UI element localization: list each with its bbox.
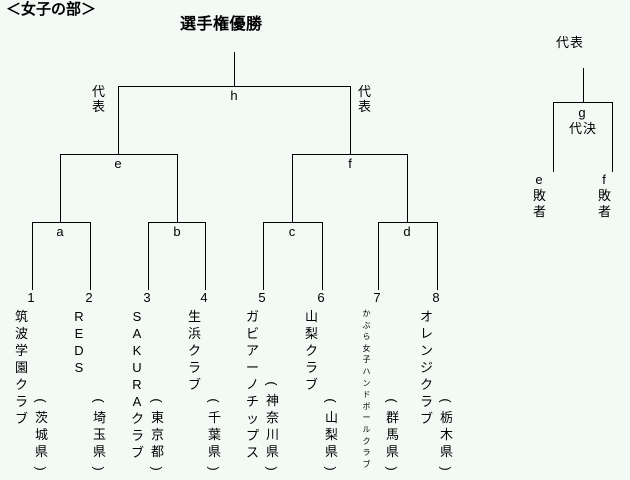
open-paren-icon: (	[384, 398, 400, 403]
team-2-prefecture: ( 埼玉県 )	[91, 392, 107, 477]
team-1-name: 筑波学園クラブ	[15, 309, 29, 426]
champion-label: 選手権優勝	[180, 16, 263, 33]
team-4-prefecture: ( 千葉県 )	[206, 392, 222, 477]
close-paren-icon: )	[91, 466, 107, 471]
match-label-a: a	[56, 224, 64, 239]
team-6-prefecture: ( 山梨県 )	[323, 392, 339, 477]
team-6-prefecture-name: 山梨県	[325, 410, 339, 459]
third-place-crossbar-line	[553, 102, 613, 103]
final-crossbar-line	[118, 86, 351, 87]
team-1-seed: 1	[27, 290, 35, 305]
team-5-seed: 5	[258, 290, 266, 305]
team-2-seed: 2	[85, 290, 93, 305]
team-7-prefecture: ( 群馬県 )	[384, 392, 400, 477]
team-1-prefecture-name: 茨城県	[35, 410, 49, 459]
open-paren-icon: (	[206, 398, 222, 403]
close-paren-icon: )	[384, 466, 400, 471]
open-paren-icon: (	[438, 398, 454, 403]
quarterfinal-d-crossbar-line	[378, 222, 438, 223]
open-paren-icon: (	[33, 398, 49, 403]
team-3-prefecture-name: 東京都	[151, 410, 165, 459]
team-4-prefecture-name: 千葉県	[208, 410, 222, 459]
division-title: ＜女子の部＞	[6, 1, 97, 18]
semifinal-f-leg-line	[350, 86, 351, 155]
representative-label-right: 代表	[358, 84, 372, 114]
quarterfinal-a-crossbar-line	[32, 222, 91, 223]
team-4-stem-line	[205, 222, 206, 290]
semifinal-e-leg-line	[118, 86, 119, 155]
team-8-prefecture-name: 栃木県	[440, 410, 454, 459]
team-5-prefecture-name: 神奈川県	[266, 393, 280, 459]
open-paren-icon: (	[149, 398, 165, 403]
match-label-h: h	[230, 88, 238, 103]
representative-label-left: 代表	[92, 84, 106, 114]
third-place-stem-line	[583, 68, 584, 102]
open-paren-icon: (	[91, 398, 107, 403]
third-place-sub-label: 代決	[568, 121, 598, 136]
team-3-prefecture: ( 東京都 )	[149, 392, 165, 477]
team-4-seed: 4	[200, 290, 208, 305]
match-label-e: e	[114, 156, 122, 171]
match-label-g: g	[578, 105, 586, 120]
loser-of-e-label: e敗者	[533, 172, 547, 219]
quarterfinal-b-crossbar-line	[148, 222, 206, 223]
third-place-right-leg-line	[612, 102, 613, 172]
team-1-stem-line	[32, 222, 33, 290]
close-paren-icon: )	[33, 466, 49, 471]
close-paren-icon: )	[323, 466, 339, 471]
team-7-seed: 7	[373, 290, 381, 305]
team-3-name: SAKURAクラブ	[131, 309, 145, 460]
quarterfinal-c-leg-line	[292, 154, 293, 223]
close-paren-icon: )	[206, 466, 222, 471]
team-8-name: オレンジクラブ	[420, 309, 434, 426]
team-8-stem-line	[437, 222, 438, 290]
team-6-seed: 6	[317, 290, 325, 305]
team-2-prefecture-name: 埼玉県	[93, 410, 107, 459]
open-paren-icon: (	[323, 398, 339, 403]
champion-stem-line	[234, 52, 235, 86]
match-label-d: d	[403, 224, 411, 239]
close-paren-icon: )	[149, 466, 165, 471]
loser-of-f-label: f敗者	[598, 172, 612, 219]
team-8-prefecture: ( 栃木県 )	[438, 392, 454, 477]
quarterfinal-c-crossbar-line	[263, 222, 323, 223]
quarterfinal-a-leg-line	[60, 154, 61, 223]
semifinal-f-crossbar-line	[292, 154, 408, 155]
team-7-name: かぶら女子ハンドボールクラブ	[362, 309, 371, 469]
semifinal-e-crossbar-line	[60, 154, 178, 155]
team-7-stem-line	[378, 222, 379, 290]
team-7-prefecture-name: 群馬県	[386, 410, 400, 459]
team-6-name: 山梨クラブ	[305, 309, 319, 392]
quarterfinal-b-leg-line	[177, 154, 178, 223]
team-1-prefecture: ( 茨城県 )	[33, 392, 49, 477]
close-paren-icon: )	[438, 466, 454, 471]
team-3-stem-line	[148, 222, 149, 290]
open-paren-icon: (	[264, 381, 280, 386]
team-5-prefecture: ( 神奈川県 )	[264, 375, 280, 477]
team-4-name: 生浜クラブ	[188, 309, 202, 392]
team-8-seed: 8	[432, 290, 440, 305]
close-paren-icon: )	[264, 466, 280, 471]
match-label-c: c	[288, 224, 296, 239]
team-5-stem-line	[263, 222, 264, 290]
team-2-stem-line	[90, 222, 91, 290]
team-2-name: REDS	[74, 309, 84, 375]
third-place-representative-label: 代表	[556, 35, 585, 50]
team-3-seed: 3	[143, 290, 151, 305]
match-label-b: b	[173, 224, 181, 239]
team-5-name: ガビアーノチップス	[246, 309, 260, 460]
match-label-f: f	[348, 156, 352, 171]
quarterfinal-d-leg-line	[407, 154, 408, 223]
team-6-stem-line	[322, 222, 323, 290]
third-place-left-leg-line	[553, 102, 554, 172]
